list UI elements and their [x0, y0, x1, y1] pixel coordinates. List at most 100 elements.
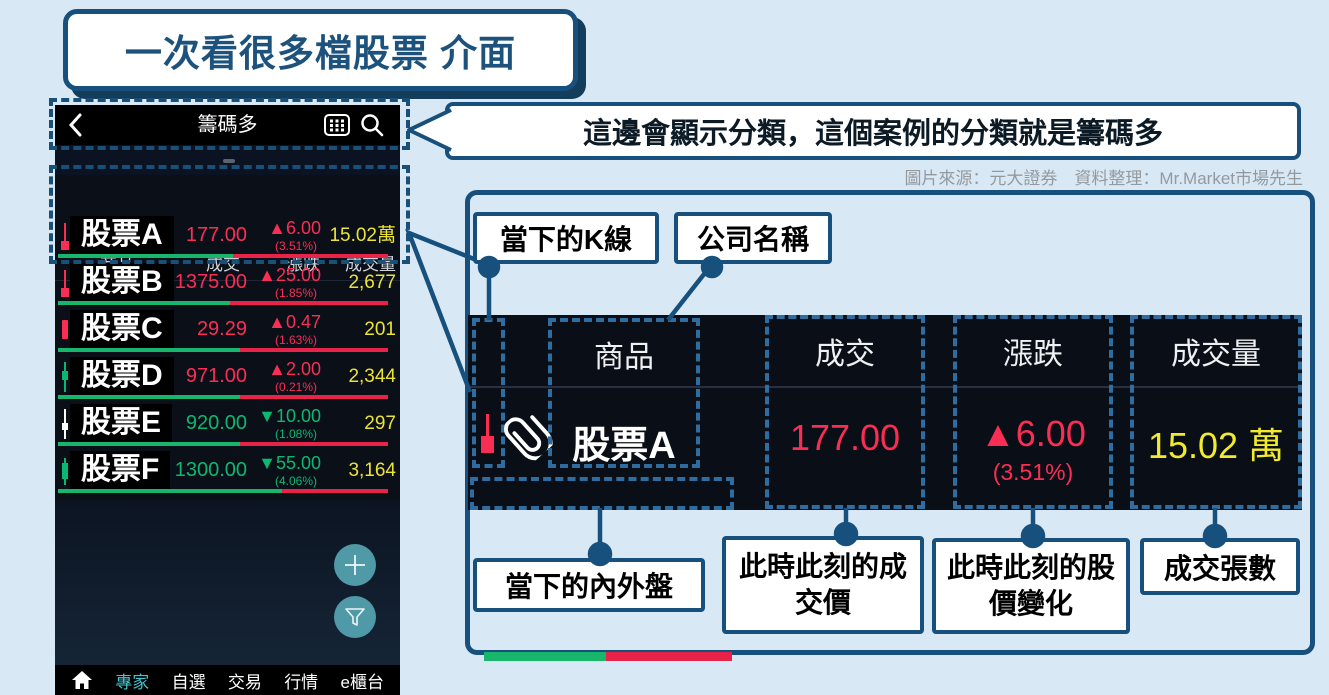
zoom-inner-outer-bar	[484, 652, 732, 661]
app-category-title: 籌碼多	[197, 114, 258, 136]
plus-icon	[345, 555, 365, 575]
nav-item-ecounter[interactable]: e櫃台	[340, 672, 384, 692]
drag-handle	[223, 159, 235, 163]
inner-outer-bar	[58, 254, 388, 258]
header-divider	[55, 280, 400, 281]
price-cell: 971.00	[185, 365, 247, 387]
attribution-text: 圖片來源：元大證券 資料整理：Mr.Market市場先生	[904, 169, 1303, 188]
column-header-change: 漲跌	[286, 255, 320, 274]
change-cell: ▼55.00	[258, 453, 321, 473]
search-icon[interactable]	[359, 112, 385, 138]
stock-name: 股票F	[70, 451, 171, 489]
zoom-container	[465, 190, 1315, 655]
inner-outer-bar	[58, 489, 388, 493]
zoom-header-product: 商品	[594, 341, 654, 374]
change-pct-cell: (1.08%)	[274, 427, 317, 441]
category-note-bubble: 這邊會顯示分類，這個案例的分類就是籌碼多	[445, 102, 1301, 160]
inner-outer-bar	[58, 395, 388, 399]
stock-name: 股票D	[70, 357, 174, 395]
inner-bar-green	[58, 489, 283, 493]
app-screenshot: 籌碼多 商品 成交 漲跌 成交量	[55, 105, 400, 695]
outer-bar-red	[239, 442, 388, 446]
inner-bar-green	[58, 395, 240, 399]
label-kline: 當下的K線	[473, 212, 659, 264]
price-cell: 920.00	[185, 412, 247, 434]
inner-bar-green	[58, 254, 233, 258]
zoom-innerouter-box	[470, 477, 734, 661]
nav-item-watchlist[interactable]: 自選	[171, 672, 206, 692]
volume-cell: 2,344	[348, 366, 396, 387]
nav-item-quotes[interactable]: 行情	[284, 672, 319, 692]
bottom-nav: 專家 自選 交易 行情 e櫃台	[55, 665, 400, 695]
inner-bar-green	[58, 348, 240, 352]
outer-bar-red	[605, 652, 732, 661]
zoom-header-price: 成交	[815, 338, 875, 371]
change-cell: ▲2.00	[268, 359, 321, 379]
zoom-price-value: 177.00	[789, 417, 901, 458]
fab-filter-button[interactable]	[334, 596, 376, 638]
volume-cell: 3,164	[348, 460, 396, 481]
app-top-bar: 籌碼多	[55, 105, 400, 145]
price-cell: 1375.00	[174, 271, 247, 293]
kline-icon	[58, 408, 72, 440]
page-title: 一次看很多檔股票 介面	[124, 33, 517, 74]
kline-icon	[58, 220, 72, 252]
home-icon[interactable]	[71, 670, 93, 690]
change-cell: ▲0.47	[268, 312, 321, 332]
topbar-highlight-box	[49, 98, 410, 150]
price-cell: 29.29	[196, 318, 247, 340]
price-cell: 1300.00	[174, 459, 247, 481]
stock-row[interactable]: 股票D 971.00 ▲2.00 (0.21%) 2,344	[55, 353, 400, 400]
column-header-volume: 成交量	[345, 255, 396, 274]
grid-icon[interactable]	[323, 113, 351, 137]
volume-cell: 297	[364, 413, 396, 434]
nav-item-trade[interactable]: 交易	[227, 672, 262, 692]
red-candle-icon	[486, 414, 489, 444]
stock-row[interactable]: 股票C 29.29 ▲0.47 (1.63%) 201	[55, 306, 400, 353]
inner-bar-green	[484, 652, 606, 661]
stock-row[interactable]: 股票A 177.00 ▲6.00 (3.51%) 15.02萬	[55, 212, 400, 259]
stock-name: 股票E	[70, 404, 173, 442]
kline-icon	[58, 361, 72, 393]
change-cell: ▲25.00	[258, 265, 321, 285]
inner-outer-bar	[58, 348, 388, 352]
fab-add-button[interactable]	[334, 544, 376, 586]
change-cell: ▼10.00	[258, 406, 321, 426]
funnel-icon	[345, 608, 365, 626]
volume-cell: 201	[364, 319, 396, 340]
zoom-panel-divider	[468, 386, 1302, 388]
change-pct-cell: (1.63%)	[274, 333, 317, 347]
app-gap-strip	[55, 145, 400, 175]
zoom-product-box: 商品 股票A	[548, 318, 700, 468]
inner-outer-bar	[58, 442, 388, 446]
title-box: 一次看很多檔股票 介面	[63, 9, 578, 91]
kline-icon	[58, 455, 72, 487]
zoom-header-volume: 成交量	[1171, 338, 1261, 371]
zoom-change-pct: (3.51%)	[992, 459, 1074, 485]
zoom-stock-name: 股票A	[572, 425, 676, 467]
zoom-header-change: 漲跌	[1003, 338, 1063, 371]
outer-bar-red	[232, 254, 388, 258]
kline-icon	[58, 314, 72, 346]
nav-item-expert[interactable]: 專家	[115, 672, 150, 692]
label-inner-outer: 當下的內外盤	[473, 558, 705, 612]
back-chevron-icon[interactable]	[67, 113, 83, 137]
outer-bar-red	[239, 395, 388, 399]
change-pct-cell: (4.06%)	[274, 474, 317, 488]
volume-cell: 2,677	[348, 272, 396, 293]
zoom-price-box: 成交 177.00	[765, 315, 925, 509]
row-highlight-box	[49, 165, 410, 264]
change-pct-cell: (0.21%)	[274, 380, 317, 394]
change-pct-cell: (1.85%)	[274, 286, 317, 300]
zoom-panel: 商品 股票A 成交 177.00 漲跌 ▲6.00 (3.51%) 成交量 15…	[468, 315, 1302, 661]
stock-name: 股票B	[70, 263, 174, 301]
stock-name: 股票A	[70, 216, 174, 254]
column-header-price: 成交	[206, 255, 240, 274]
label-current-price: 此時此刻的成交價	[722, 536, 924, 634]
outer-bar-red	[239, 348, 388, 352]
label-price-change: 此時此刻的股價變化	[932, 538, 1130, 634]
stock-row[interactable]: 股票E 920.00 ▼10.00 (1.08%) 297	[55, 400, 400, 447]
stock-row[interactable]: 股票B 1375.00 ▲25.00 (1.85%) 2,677	[55, 259, 400, 306]
stock-row[interactable]: 股票F 1300.00 ▼55.00 (4.06%) 3,164	[55, 447, 400, 494]
change-cell: ▲6.00	[268, 218, 321, 238]
